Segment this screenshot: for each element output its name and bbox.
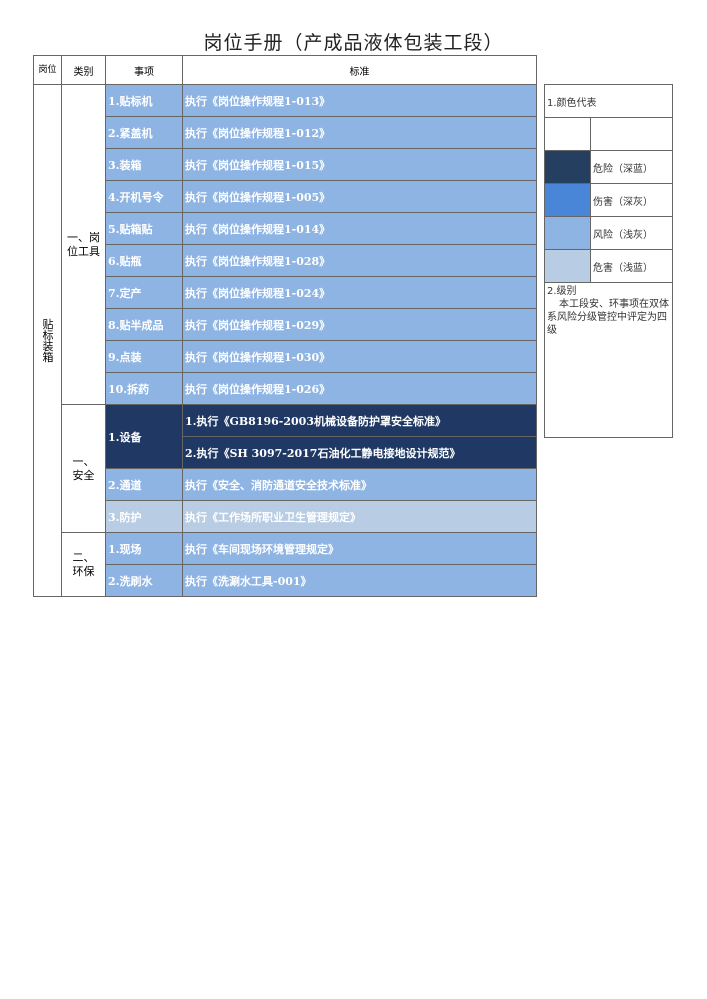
legend-swatch	[544, 216, 591, 250]
table-row: 8.贴半成品 执行《岗位操作规程1-029》	[34, 308, 537, 341]
color-legend: 1.颜色代表 危险（深蓝） 伤害（深灰） 风险（浅灰） 危害（浅蓝） 2.级别 …	[544, 84, 673, 438]
item-cell: 5.贴箱贴	[105, 212, 183, 245]
standard-cell: 执行《岗位操作规程1-026》	[182, 372, 537, 405]
standard-cell: 执行《岗位操作规程1-028》	[182, 244, 537, 277]
legend-row: 危害（浅蓝）	[544, 249, 673, 283]
manual-table: 岗位 类别 事项 标准 贴标装箱 一、岗位工具 1.贴标机 执行《岗位操作规程1…	[33, 55, 537, 597]
legend-row: 风险（浅灰）	[544, 216, 673, 250]
category-tools-label: 一、岗位工具	[67, 230, 100, 258]
standard-cell: 2.执行《SH 3097-2017石油化工静电接地设计规范》	[182, 436, 537, 469]
standard-cell: 执行《车间现场环境管理规定》	[182, 532, 537, 565]
legend-heading: 1.颜色代表	[544, 84, 673, 118]
standard-cell: 执行《工作场所职业卫生管理规定》	[182, 500, 537, 533]
item-cell: 1.设备	[105, 404, 183, 469]
item-cell: 8.贴半成品	[105, 308, 183, 341]
table-row: 7.定产 执行《岗位操作规程1-024》	[34, 276, 537, 309]
header-position: 岗位	[33, 55, 62, 85]
legend-label: 危害（浅蓝）	[590, 249, 673, 283]
legend-row: 危险（深蓝）	[544, 150, 673, 184]
table-header-row: 岗位 类别 事项 标准	[33, 55, 537, 85]
table-row: 二、环保 1.现场 执行《车间现场环境管理规定》	[34, 532, 537, 597]
item-cell: 9.点装	[105, 340, 183, 373]
item-cell: 2.洗刷水	[105, 564, 183, 597]
legend-swatch	[544, 249, 591, 283]
item-cell: 2.紧盖机	[105, 116, 183, 149]
legend-heading-row: 1.颜色代表	[544, 84, 673, 118]
table-row: 3.防护 执行《工作场所职业卫生管理规定》	[34, 500, 537, 533]
page-title: 岗位手册（产成品液体包装工段）	[203, 32, 504, 54]
position-cell: 贴标装箱	[33, 84, 62, 597]
legend-label: 伤害（深灰）	[590, 183, 673, 217]
standard-cell: 执行《岗位操作规程1-012》	[182, 116, 537, 149]
table-row: 贴标装箱 一、岗位工具 1.贴标机 执行《岗位操作规程1-013》	[33, 84, 537, 597]
item-cell: 6.贴瓶	[105, 244, 183, 277]
item-cell: 1.贴标机	[105, 84, 183, 117]
category-safety: 一、安全	[61, 404, 106, 533]
standard-cell: 执行《岗位操作规程1-005》	[182, 180, 537, 213]
standard-cell: 执行《岗位操作规程1-029》	[182, 308, 537, 341]
table-row: 2.紧盖机 执行《岗位操作规程1-012》	[34, 116, 537, 149]
legend-swatch	[544, 150, 591, 184]
table-row: 3.装箱 执行《岗位操作规程1-015》	[34, 148, 537, 181]
standard-cell: 1.执行《GB8196-2003机械设备防护罩安全标准》	[182, 404, 537, 437]
table-row: 10.拆药 执行《岗位操作规程1-026》	[34, 372, 537, 405]
header-standard: 标准	[182, 55, 537, 85]
table-row: 6.贴瓶 执行《岗位操作规程1-028》	[34, 244, 537, 277]
category-safety-label: 一、安全	[72, 454, 95, 482]
item-cell: 4.开机号令	[105, 180, 183, 213]
legend-label: 风险（浅灰）	[590, 216, 673, 250]
table-row: 9.点装 执行《岗位操作规程1-030》	[34, 340, 537, 373]
level-text: 本工段安、环事项在双体系风险分级管控中评定为四级	[547, 299, 669, 336]
legend-label: 危险（深蓝）	[590, 150, 673, 184]
standard-cell: 执行《安全、消防通道安全技术标准》	[182, 468, 537, 501]
level-note: 2.级别 本工段安、环事项在双体系风险分级管控中评定为四级	[544, 282, 673, 438]
category-env-label: 二、环保	[72, 550, 95, 578]
category-env: 二、环保	[61, 532, 106, 597]
legend-swatch	[544, 183, 591, 217]
table-row: 一、安全 1.设备 1.执行《GB8196-2003机械设备防护罩安全标准》	[34, 404, 537, 533]
item-cell: 1.现场	[105, 532, 183, 565]
table-row: 2.通道 执行《安全、消防通道安全技术标准》	[34, 468, 537, 501]
legend-blank-cell	[544, 117, 591, 151]
standard-cell: 执行《岗位操作规程1-014》	[182, 212, 537, 245]
item-cell: 10.拆药	[105, 372, 183, 405]
standard-cell: 执行《岗位操作规程1-015》	[182, 148, 537, 181]
item-cell: 7.定产	[105, 276, 183, 309]
item-cell: 3.装箱	[105, 148, 183, 181]
level-heading: 2.级别	[547, 286, 577, 297]
table-row: 4.开机号令 执行《岗位操作规程1-005》	[34, 180, 537, 213]
standard-cell: 执行《岗位操作规程1-024》	[182, 276, 537, 309]
header-item: 事项	[105, 55, 183, 85]
legend-blank-cell	[590, 117, 673, 151]
table-row: 2.洗刷水 执行《洗涮水工具-001》	[34, 564, 537, 597]
position-name: 贴标装箱	[42, 317, 54, 364]
standard-cell: 执行《岗位操作规程1-013》	[182, 84, 537, 117]
item-cell: 3.防护	[105, 500, 183, 533]
item-cell: 2.通道	[105, 468, 183, 501]
standard-cell: 执行《洗涮水工具-001》	[182, 564, 537, 597]
table-row: 2.执行《SH 3097-2017石油化工静电接地设计规范》	[34, 436, 537, 469]
standard-cell: 执行《岗位操作规程1-030》	[182, 340, 537, 373]
legend-row: 伤害（深灰）	[544, 183, 673, 217]
table-row: 5.贴箱贴 执行《岗位操作规程1-014》	[34, 212, 537, 245]
legend-blank-row	[544, 117, 673, 151]
legend-note-row: 2.级别 本工段安、环事项在双体系风险分级管控中评定为四级	[544, 282, 673, 438]
category-tools: 一、岗位工具	[61, 84, 106, 405]
header-category: 类别	[61, 55, 106, 85]
